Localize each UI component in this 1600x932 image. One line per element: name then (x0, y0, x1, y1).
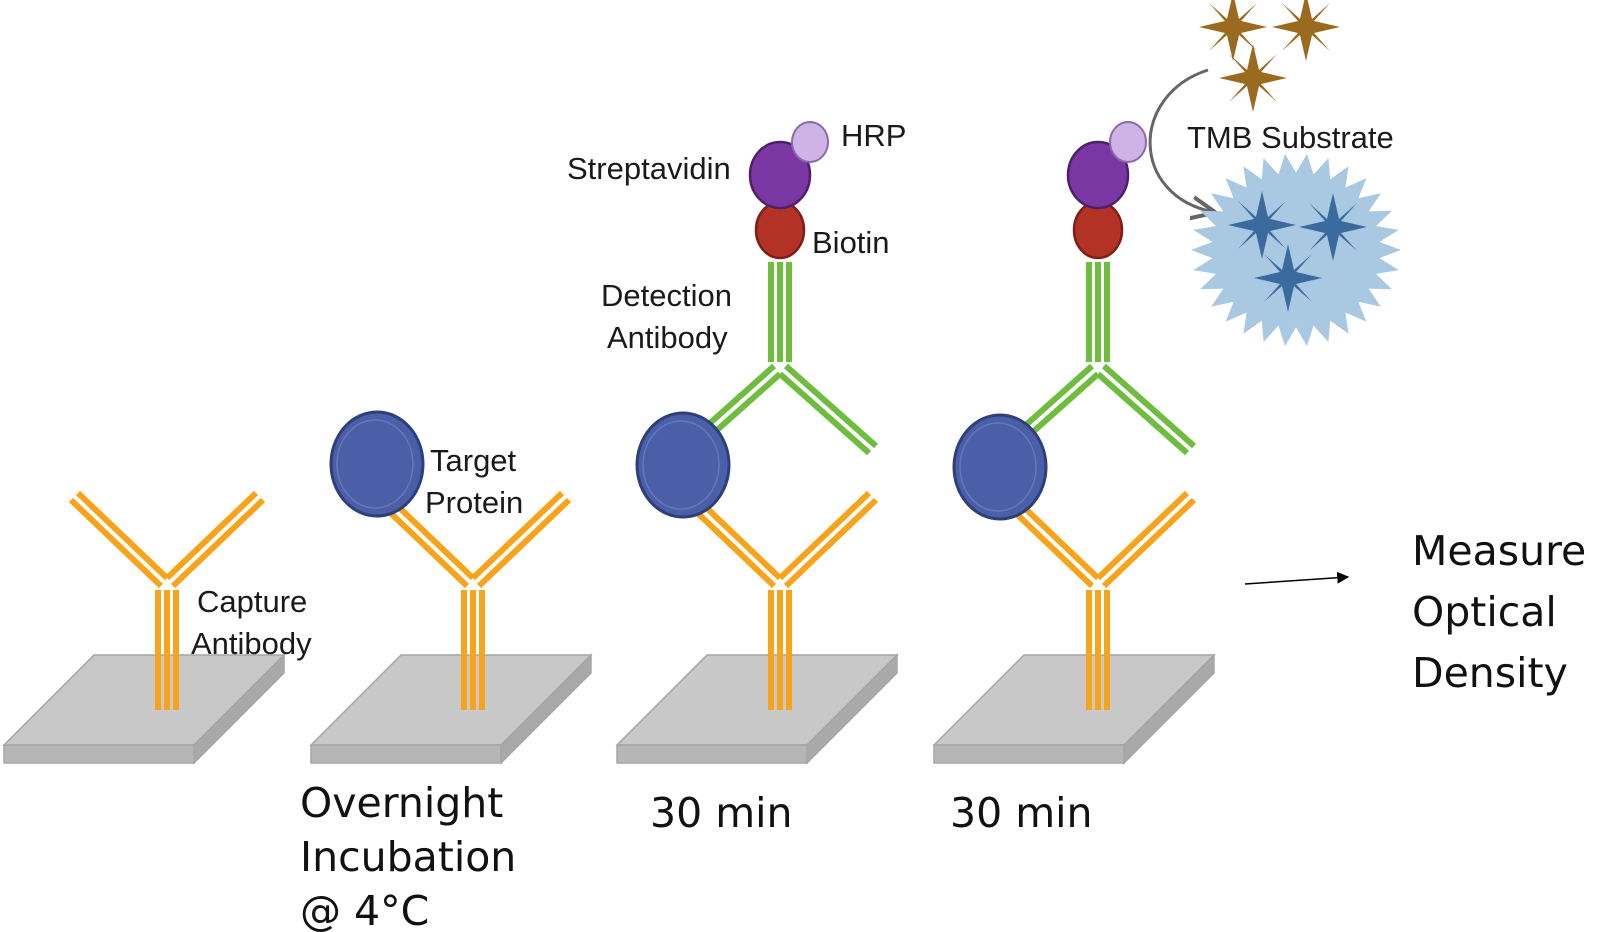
capture-label-line1: Capture (197, 584, 307, 619)
hrp-label: HRP (841, 118, 906, 153)
hrp-4 (1109, 121, 1147, 163)
panel-4-substrate: 30 min TMB Substrate (933, 0, 1401, 837)
panel-1-capture: Capture Antibody (3, 493, 312, 764)
measure-arrow-icon (1244, 571, 1350, 585)
well-plate-2 (310, 654, 592, 764)
capture-label-line2: Antibody (191, 626, 312, 661)
substrate-star-icon (1199, 0, 1267, 61)
conversion-arrow-icon (1148, 68, 1213, 212)
panel-3-detection: Streptavidin HRP Biotin Detection Antibo… (567, 118, 906, 837)
target-protein-3 (635, 411, 731, 519)
tmb-product-burst (1191, 153, 1401, 347)
product-star-icon (1299, 193, 1367, 261)
step2-line1: Overnight (300, 779, 503, 827)
detection-antibody-4 (1018, 262, 1194, 453)
tmb-substrate-label: TMB Substrate (1187, 120, 1394, 155)
substrate-star-icon (1272, 0, 1340, 61)
biotin-4 (1072, 200, 1124, 260)
product-star-icon (1254, 244, 1322, 312)
streptavidin-4 (1066, 140, 1130, 210)
well-plate-1 (3, 654, 285, 764)
target-label-line1: Target (430, 443, 517, 478)
step3-time: 30 min (650, 789, 793, 837)
step2-line3: @ 4°C (300, 887, 429, 932)
biotin-3 (754, 200, 806, 260)
streptavidin-label: Streptavidin (567, 151, 731, 186)
target-protein-4 (952, 413, 1048, 521)
step4-time: 30 min (950, 789, 1093, 837)
detection-label-line2: Antibody (607, 320, 728, 355)
well-plate-4 (933, 654, 1215, 764)
tmb-burst-shape (1191, 153, 1401, 347)
streptavidin-3 (748, 140, 812, 210)
measure-line3: Density (1412, 649, 1568, 697)
measure-line1: Measure (1412, 527, 1586, 575)
product-star-icon (1228, 191, 1296, 259)
hrp-3 (791, 121, 829, 163)
well-plate-3 (616, 654, 898, 764)
biotin-label: Biotin (812, 225, 890, 260)
target-label-line2: Protein (425, 485, 523, 520)
target-protein-2 (329, 410, 425, 518)
substrate-stars (1199, 0, 1340, 112)
step2-line2: Incubation (300, 833, 516, 881)
panel-2-target: Target Protein Overnight Incubation @ 4°… (300, 410, 592, 932)
substrate-star-icon (1219, 44, 1287, 112)
measure-line2: Optical (1412, 588, 1557, 636)
detection-label-line1: Detection (601, 278, 732, 313)
